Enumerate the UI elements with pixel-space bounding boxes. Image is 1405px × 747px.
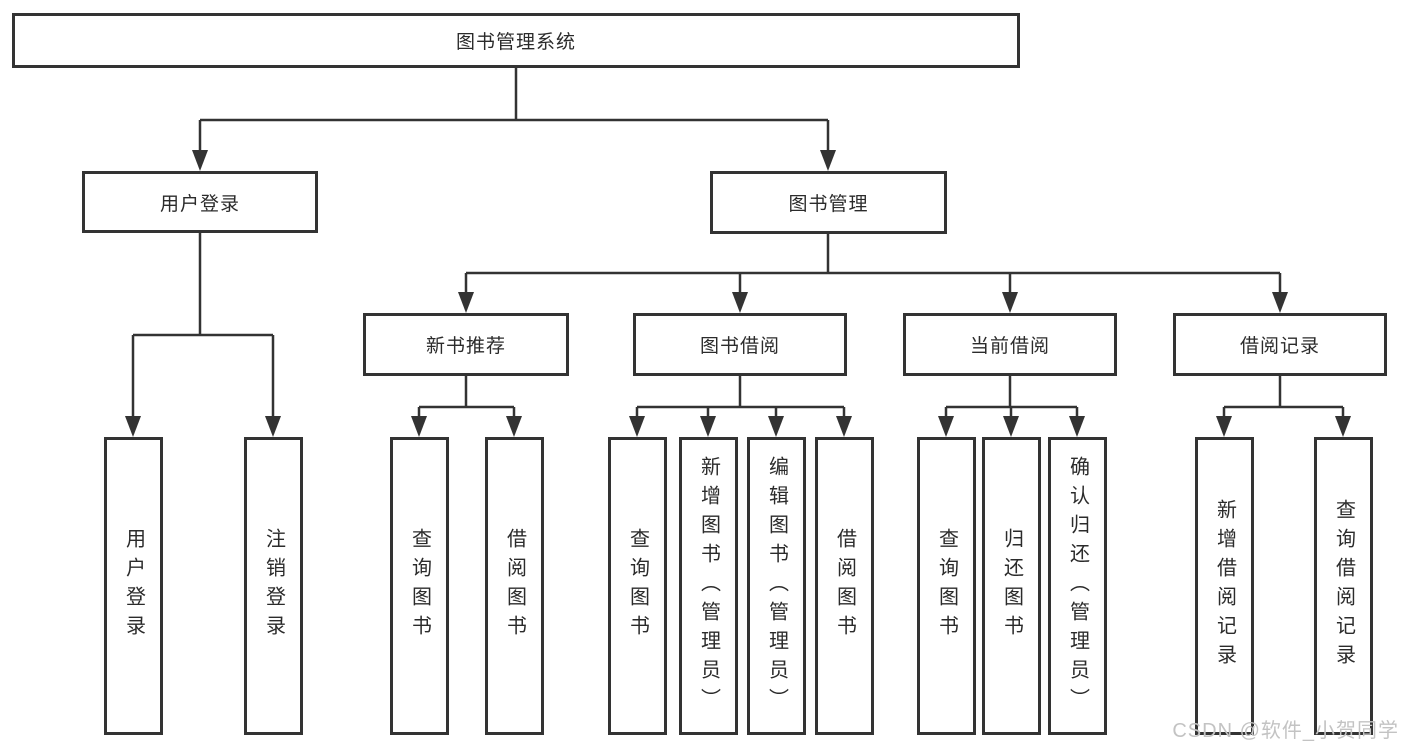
node-leaf-borrow-add-book-label: 新增图书（管理员） [697, 455, 720, 717]
node-leaf-logout-label: 注销登录 [262, 528, 285, 644]
node-leaf-borrow-borrow-book: 借阅图书 [815, 437, 874, 735]
node-leaf-current-query-label: 查询图书 [935, 528, 958, 644]
node-leaf-user-login-label: 用户登录 [122, 528, 145, 644]
node-leaf-current-query: 查询图书 [917, 437, 976, 735]
node-user-login: 用户登录 [82, 171, 318, 233]
node-current-borrow-label: 当前借阅 [969, 336, 1050, 357]
node-new-book-recommend-label: 新书推荐 [425, 336, 506, 357]
node-leaf-borrow-borrow-book-label: 借阅图书 [833, 528, 856, 644]
node-leaf-newbook-query-label: 查询图书 [408, 528, 431, 644]
node-leaf-borrow-query-label: 查询图书 [626, 528, 649, 644]
node-borrow-records: 借阅记录 [1173, 313, 1387, 376]
node-book-borrow-label: 图书借阅 [699, 336, 780, 357]
node-leaf-borrow-query: 查询图书 [608, 437, 667, 735]
node-leaf-borrow-edit-book: 编辑图书（管理员） [747, 437, 806, 735]
node-borrow-records-label: 借阅记录 [1239, 336, 1320, 357]
node-current-borrow: 当前借阅 [903, 313, 1117, 376]
node-book-management: 图书管理 [710, 171, 947, 234]
node-leaf-newbook-borrow: 借阅图书 [485, 437, 544, 735]
node-new-book-recommend: 新书推荐 [363, 313, 569, 376]
node-leaf-borrow-add-book: 新增图书（管理员） [679, 437, 738, 735]
node-leaf-current-confirm-return: 确认归还（管理员） [1048, 437, 1107, 735]
node-user-login-label: 用户登录 [159, 193, 240, 215]
node-leaf-current-confirm-return-label: 确认归还（管理员） [1066, 455, 1089, 717]
node-leaf-logout: 注销登录 [244, 437, 303, 735]
node-leaf-record-add-label: 新增借阅记录 [1213, 499, 1236, 673]
node-leaf-current-return-label: 归还图书 [1000, 528, 1023, 644]
node-leaf-newbook-query: 查询图书 [390, 437, 449, 735]
node-leaf-record-query-label: 查询借阅记录 [1332, 499, 1355, 673]
node-root-label: 图书管理系统 [455, 32, 576, 53]
node-leaf-newbook-borrow-label: 借阅图书 [503, 528, 526, 644]
watermark: CSDN @软件_小贺同学 [1172, 720, 1399, 742]
node-leaf-current-return: 归还图书 [982, 437, 1041, 735]
node-book-management-label: 图书管理 [788, 194, 869, 215]
node-root: 图书管理系统 [12, 13, 1020, 68]
node-leaf-record-query: 查询借阅记录 [1314, 437, 1373, 735]
node-leaf-user-login: 用户登录 [104, 437, 163, 735]
node-leaf-record-add: 新增借阅记录 [1195, 437, 1254, 735]
node-book-borrow: 图书借阅 [633, 313, 847, 376]
node-leaf-borrow-edit-book-label: 编辑图书（管理员） [765, 455, 788, 717]
